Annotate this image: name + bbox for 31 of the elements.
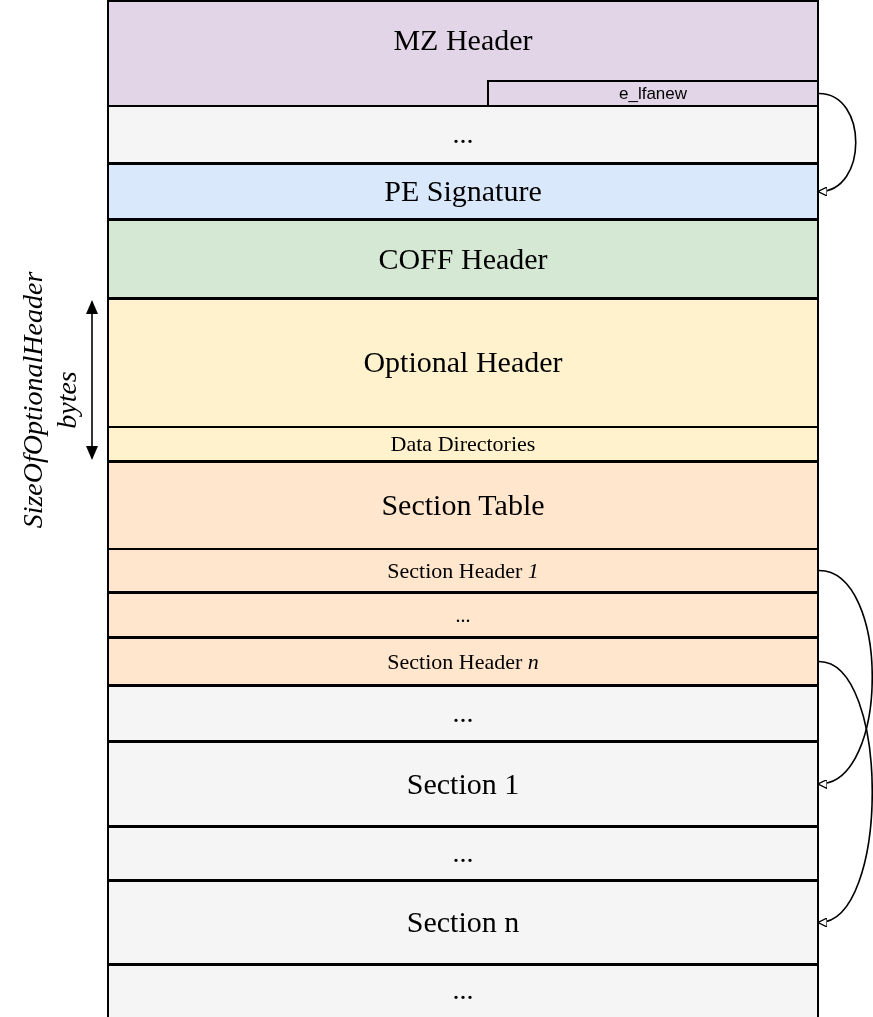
region-label: ... <box>455 603 471 627</box>
region-label: ... <box>452 837 474 870</box>
field-box <box>107 548 819 593</box>
memory-region <box>107 219 819 299</box>
memory-region <box>107 461 819 686</box>
field-box <box>487 80 819 107</box>
region-label: ... <box>452 118 474 151</box>
dimension-label: SizeOfOptionalHeader bytes <box>16 270 83 531</box>
region-label: Section Header 1 <box>387 557 539 584</box>
region-label: Section n <box>406 905 520 940</box>
region-label: Optional Header <box>363 344 563 380</box>
region-label: COFF Header <box>378 241 548 277</box>
region-label: Section 1 <box>406 766 520 802</box>
memory-region <box>107 685 819 742</box>
memory-region <box>107 826 819 881</box>
region-label: Data Directories <box>390 431 536 457</box>
memory-region <box>107 105 819 164</box>
memory-region <box>107 163 819 220</box>
memory-region <box>107 0 819 107</box>
memory-region <box>107 741 819 827</box>
region-label: Section Table <box>381 487 545 523</box>
memory-region <box>107 880 819 965</box>
memory-region <box>107 964 819 1017</box>
region-label: ... <box>452 697 474 730</box>
region-label: Section Header n <box>387 648 539 675</box>
region-label: MZ Header <box>393 22 533 58</box>
region-label: e_lfanew <box>618 83 688 104</box>
region-label: PE Signature <box>384 174 542 209</box>
memory-region <box>107 298 819 462</box>
region-label: ... <box>452 974 474 1007</box>
field-box <box>107 592 819 638</box>
